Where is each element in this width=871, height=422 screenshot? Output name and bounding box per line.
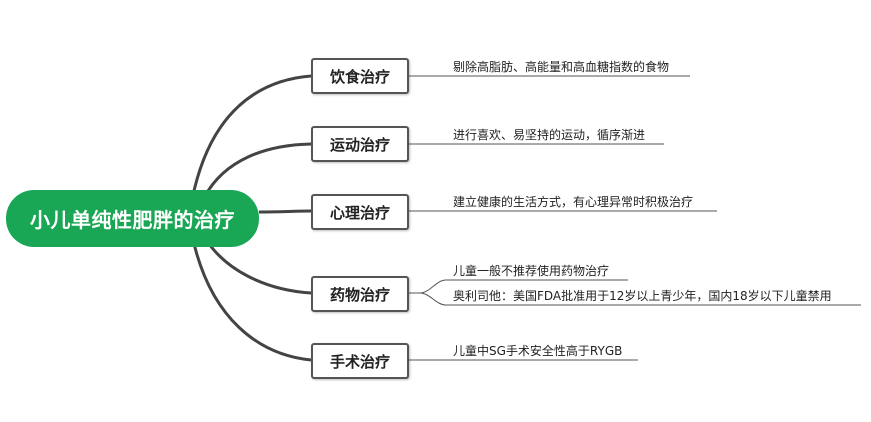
connector-exercise <box>203 142 312 197</box>
leaf-exercise[interactable]: 进行喜欢、易坚持的运动，循序渐进 <box>453 128 646 142</box>
leaf-surgery[interactable]: 儿童中SG手术安全性高于RYGB <box>453 344 623 358</box>
connector-psych <box>258 209 312 214</box>
leaf-line-drug-b <box>419 292 861 306</box>
root-topic[interactable]: 小儿单纯性肥胖的治疗 <box>6 190 259 247</box>
connector-drug <box>203 237 312 295</box>
branch-drug-therapy[interactable]: 药物治疗 <box>311 276 409 312</box>
leaf-drug-orlistat[interactable]: 奥利司他：美国FDA批准用于12岁以上青少年，国内18岁以下儿童禁用 <box>453 289 832 303</box>
connector-diet <box>190 74 312 201</box>
branch-diet-therapy[interactable]: 饮食治疗 <box>311 58 409 94</box>
branch-surgical-therapy[interactable]: 手术治疗 <box>311 343 409 379</box>
branch-psychological-therapy[interactable]: 心理治疗 <box>311 194 409 230</box>
branch-exercise-therapy[interactable]: 运动治疗 <box>311 126 409 162</box>
connector-surgery <box>190 234 312 362</box>
leaf-drug-general[interactable]: 儿童一般不推荐使用药物治疗 <box>453 264 610 278</box>
leaf-diet[interactable]: 剔除高脂肪、高能量和高血糖指数的食物 <box>453 60 670 74</box>
leaf-psych[interactable]: 建立健康的生活方式，有心理异常时积极治疗 <box>453 195 694 209</box>
